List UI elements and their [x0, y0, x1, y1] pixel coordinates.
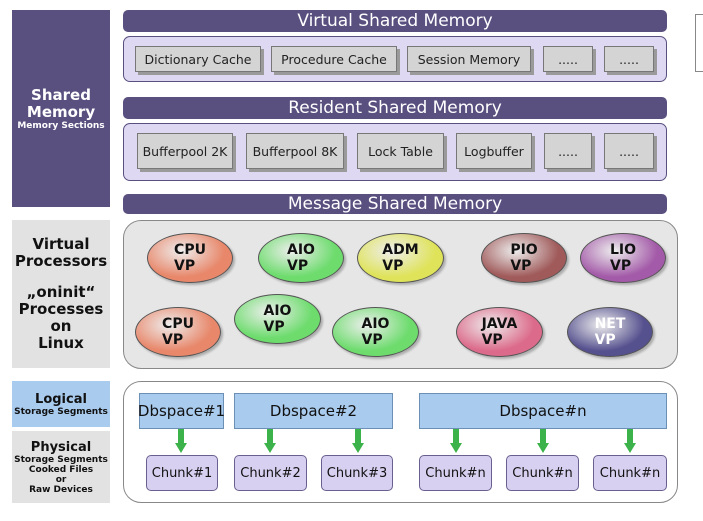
resident-ellipsis-box-2: ..... — [604, 133, 654, 169]
chunk-n-1: Chunk#n — [419, 455, 492, 491]
vp-label: PIO VP — [510, 242, 538, 274]
vp-cpu-1: CPU VP — [147, 233, 233, 283]
arrow-down-icon — [352, 429, 364, 455]
vp-aio-2: AIO VP — [234, 294, 321, 344]
shared-memory-label: Shared Memory Memory Sections — [12, 10, 110, 207]
chunk-n-2: Chunk#n — [506, 455, 579, 491]
vp-label: AIO VP — [263, 303, 292, 335]
vp-net: NET VP — [567, 307, 653, 357]
logical-subtitle: Storage Segments — [14, 406, 108, 417]
vp-lio: LIO VP — [580, 233, 666, 283]
vp-label: LIO VP — [609, 242, 637, 274]
vp-pio: PIO VP — [481, 233, 567, 283]
vp-adm: ADM VP — [357, 233, 444, 283]
arrow-down-icon — [264, 429, 276, 455]
vp-label: AIO VP — [287, 242, 315, 274]
arrow-down-icon — [450, 429, 462, 455]
virtual-shared-memory-header: Virtual Shared Memory — [123, 10, 667, 32]
virtual-processors-label: Virtual Processors „oninit“ Processes on… — [12, 220, 110, 368]
chunk-n-3: Chunk#n — [593, 455, 667, 491]
vp-label: CPU VP — [174, 242, 206, 274]
oninit-processes-text: „oninit“ Processes on Linux — [18, 283, 104, 352]
physical-subtitle: Storage Segments Cooked Files or Raw Dev… — [14, 454, 108, 495]
legend-box-edge — [695, 14, 703, 72]
bufferpool-8k-box: Bufferpool 8K — [246, 133, 344, 169]
dbspace-n: Dbspace#n — [419, 393, 667, 429]
virtual-ellipsis-box-2: ..... — [604, 46, 654, 72]
arrow-down-icon — [175, 429, 187, 455]
vp-aio-3: AIO VP — [332, 307, 419, 357]
chunk-1: Chunk#1 — [146, 455, 218, 491]
dbspace-2: Dbspace#2 — [234, 393, 393, 429]
logical-storage-label: Logical Storage Segments — [12, 381, 110, 427]
logical-title: Logical — [35, 391, 87, 407]
message-shared-memory-header: Message Shared Memory — [123, 194, 667, 214]
virtual-processors-title: Virtual Processors — [14, 235, 108, 270]
session-memory-box: Session Memory — [407, 46, 531, 72]
dbspace-1: Dbspace#1 — [138, 393, 225, 429]
vp-label: CPU VP — [162, 316, 194, 348]
bufferpool-2k-box: Bufferpool 2K — [137, 133, 233, 169]
logbuffer-box: Logbuffer — [456, 133, 532, 169]
physical-storage-label: Physical Storage Segments Cooked Files o… — [12, 431, 110, 503]
vp-label: JAVA VP — [481, 316, 518, 348]
vp-label: ADM VP — [382, 242, 419, 274]
vp-cpu-2: CPU VP — [135, 307, 221, 357]
vp-label: AIO VP — [361, 316, 390, 348]
lock-table-box: Lock Table — [357, 133, 444, 169]
dictionary-cache-box: Dictionary Cache — [135, 46, 261, 72]
resident-ellipsis-box-1: ..... — [544, 133, 592, 169]
vp-java: JAVA VP — [456, 307, 543, 357]
vp-aio-1: AIO VP — [258, 233, 344, 283]
arrow-down-icon — [537, 429, 549, 455]
chunk-3: Chunk#3 — [321, 455, 393, 491]
virtual-ellipsis-box-1: ..... — [543, 46, 593, 72]
arrow-down-icon — [624, 429, 636, 455]
resident-shared-memory-header: Resident Shared Memory — [123, 97, 667, 119]
shared-memory-title: Shared Memory — [26, 85, 96, 121]
chunk-2: Chunk#2 — [234, 455, 307, 491]
shared-memory-subtitle: Memory Sections — [17, 120, 105, 131]
procedure-cache-box: Procedure Cache — [271, 46, 397, 72]
vp-label: NET VP — [594, 316, 626, 348]
physical-title: Physical — [30, 439, 92, 455]
